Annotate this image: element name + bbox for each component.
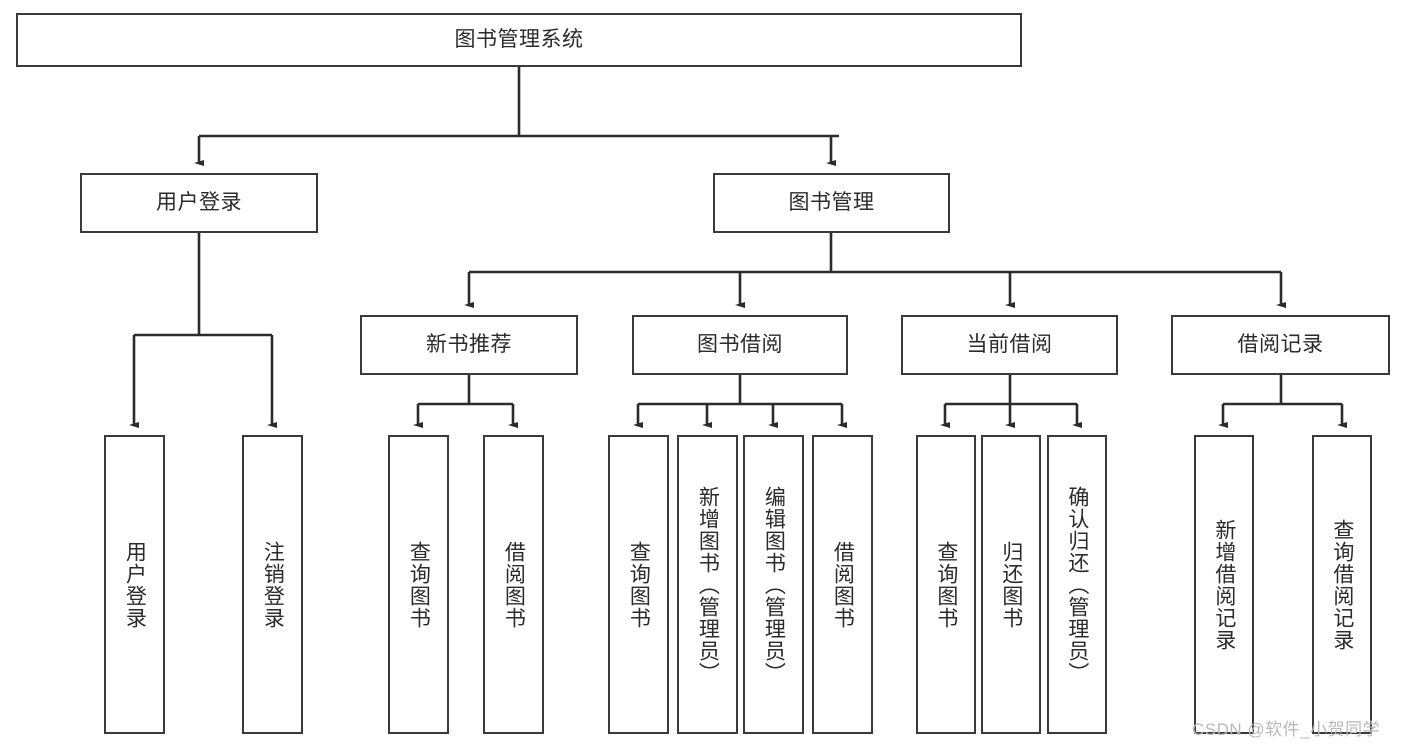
node-label: 查询图书 bbox=[407, 540, 431, 629]
node-label: 图书借阅 bbox=[697, 333, 783, 357]
leaf-query-book-recommend[interactable]: 查询图书 bbox=[388, 435, 449, 734]
node-label: 新增借阅记录 bbox=[1212, 518, 1236, 651]
node-book-borrow[interactable]: 图书借阅 bbox=[632, 315, 848, 375]
node-current-borrow[interactable]: 当前借阅 bbox=[901, 315, 1118, 375]
node-label: 查询借阅记录 bbox=[1330, 518, 1354, 651]
leaf-user-logout[interactable]: 注销登录 bbox=[242, 435, 303, 734]
node-label: 当前借阅 bbox=[966, 333, 1053, 357]
node-borrow-record[interactable]: 借阅记录 bbox=[1171, 315, 1390, 375]
node-label: 查询图书 bbox=[627, 540, 651, 629]
node-label: 新增图书（管理员） bbox=[696, 485, 720, 684]
leaf-query-book-current[interactable]: 查询图书 bbox=[916, 435, 976, 734]
node-label: 借阅记录 bbox=[1237, 333, 1324, 357]
node-label: 图书管理 bbox=[788, 191, 875, 215]
leaf-query-book-borrow[interactable]: 查询图书 bbox=[608, 435, 669, 734]
node-book-management-system[interactable]: 图书管理系统 bbox=[16, 13, 1022, 67]
csdn-watermark: CSDN @软件_小贺同学 bbox=[1192, 720, 1381, 739]
leaf-add-book-admin[interactable]: 新增图书（管理员） bbox=[677, 435, 738, 734]
leaf-borrow-book-recommend[interactable]: 借阅图书 bbox=[483, 435, 544, 734]
leaf-query-borrow-record[interactable]: 查询借阅记录 bbox=[1312, 435, 1372, 734]
node-label: 新书推荐 bbox=[426, 333, 512, 357]
node-label: 确认归还（管理员） bbox=[1065, 485, 1089, 684]
node-label: 归还图书 bbox=[999, 540, 1023, 629]
leaf-confirm-return-admin[interactable]: 确认归还（管理员） bbox=[1047, 435, 1107, 734]
node-label: 注销登录 bbox=[261, 540, 285, 629]
node-user-login[interactable]: 用户登录 bbox=[80, 173, 318, 233]
leaf-add-borrow-record[interactable]: 新增借阅记录 bbox=[1194, 435, 1254, 734]
leaf-user-login[interactable]: 用户登录 bbox=[104, 435, 165, 734]
node-label: 借阅图书 bbox=[831, 540, 855, 629]
node-label: 借阅图书 bbox=[502, 540, 526, 629]
node-label: 用户登录 bbox=[156, 191, 242, 215]
node-label: 编辑图书（管理员） bbox=[762, 485, 786, 684]
node-label: 图书管理系统 bbox=[454, 28, 584, 52]
node-book-management[interactable]: 图书管理 bbox=[713, 173, 950, 233]
node-label: 查询图书 bbox=[934, 540, 958, 629]
leaf-return-book[interactable]: 归还图书 bbox=[981, 435, 1041, 734]
leaf-borrow-book[interactable]: 借阅图书 bbox=[812, 435, 873, 734]
leaf-edit-book-admin[interactable]: 编辑图书（管理员） bbox=[743, 435, 804, 734]
node-new-book-recommend[interactable]: 新书推荐 bbox=[360, 315, 578, 375]
node-label: 用户登录 bbox=[123, 540, 147, 629]
